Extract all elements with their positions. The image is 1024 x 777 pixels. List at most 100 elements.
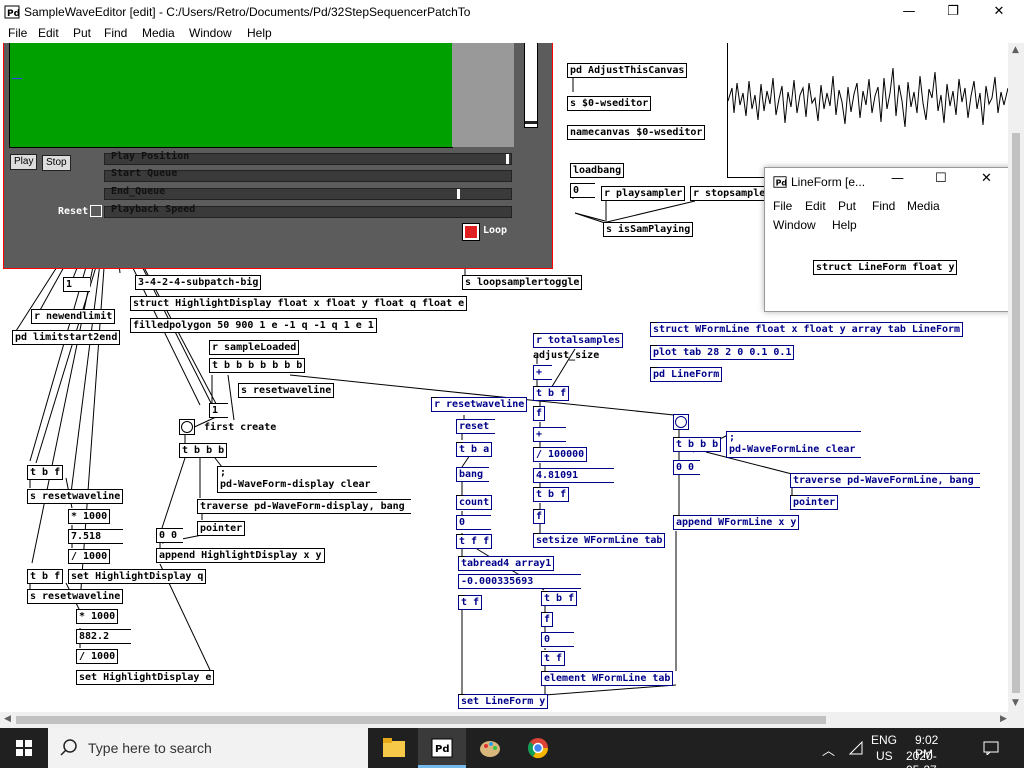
loadbang-object[interactable]: loadbang [570,163,625,178]
taskbar-chrome[interactable] [514,728,562,768]
number-box[interactable]: 1 [209,403,228,418]
trigger-bbb[interactable]: t b b b [673,437,722,452]
minimize-button[interactable]: — [902,4,916,19]
trigger-bf[interactable]: t b f [541,591,578,606]
number-box[interactable]: -0.000335693 [458,574,581,589]
pointer-object[interactable]: pointer [790,495,839,510]
taskbar-paint[interactable] [466,728,514,768]
setsize-wformline[interactable]: setsize WFormLine tab [533,533,666,548]
trigger-bf[interactable]: t b f [533,487,570,502]
tabread4-array1[interactable]: tabread4 array1 [458,556,555,571]
count-object[interactable]: count [456,495,493,510]
r-resetwaveline[interactable]: r resetwaveline [431,397,528,412]
trigger-fff[interactable]: t f f [456,534,493,549]
scroll-left-icon[interactable]: ◀ [4,714,11,724]
menu-media[interactable]: Media [142,26,175,40]
zero-zero-message[interactable]: 0 0 [156,528,184,543]
scroll-up-icon[interactable]: ▲ [1012,45,1019,55]
number-box[interactable]: 4.81091 [533,468,614,483]
lineform-subwindow[interactable]: Pd LineForm [e... — ☐ ✕ File Edit Put Fi… [764,167,1012,312]
number-box[interactable]: 1 [63,277,90,292]
display-clear-message[interactable]: ; pd-WaveForm-display clear [217,466,377,493]
vertical-scrollbar[interactable]: ▲ ▼ [1008,43,1024,712]
trigger-f[interactable]: t f [458,595,483,610]
maximize-button[interactable]: ☐ [935,171,947,186]
float-object[interactable]: f [533,406,546,421]
struct-wformline[interactable]: struct WFormLine float x float y array t… [650,322,964,337]
multiply-1000[interactable]: * 1000 [68,509,111,524]
reset-message[interactable]: reset [456,419,496,434]
menu-edit[interactable]: Edit [38,26,59,40]
float-object[interactable]: f [541,612,554,627]
loop-toggle[interactable] [462,223,480,241]
language-top[interactable]: ENG [871,733,898,747]
multiply-1000[interactable]: * 1000 [76,609,119,624]
language-bottom[interactable]: US [876,749,893,763]
plot-tab[interactable]: plot tab 28 2 0 0.1 0.1 [650,345,795,360]
menu-window[interactable]: Window [773,218,816,232]
menu-find[interactable]: Find [104,26,128,40]
reset-toggle[interactable] [90,205,102,217]
trigger-f[interactable]: t f [541,651,566,666]
menu-put[interactable]: Put [73,26,92,40]
bang-button[interactable] [179,419,195,435]
r-playsampler[interactable]: r playsampler [601,186,686,201]
scroll-down-icon[interactable]: ▼ [1012,698,1019,708]
divide-1000[interactable]: / 1000 [68,549,111,564]
menu-media[interactable]: Media [907,199,940,213]
trigger-bf[interactable]: t b f [27,465,64,480]
subpatch-big[interactable]: 3-4-2-4-subpatch-big [135,275,262,290]
menu-file[interactable]: File [8,26,28,40]
end-queue-slider[interactable]: End_Queue [104,186,512,200]
struct-lineform[interactable]: struct LineForm float y [813,260,958,275]
pointer-object[interactable]: pointer [197,521,246,536]
r-newendlimit[interactable]: r newendlimit [31,309,116,324]
namecanvas-object[interactable]: namecanvas $0-wseditor [567,125,706,140]
traverse-wformline-message[interactable]: traverse pd-WaveFormLine, bang [790,473,980,488]
close-button[interactable]: ✕ [981,171,992,186]
patch-canvas[interactable]: Play Stop Play Position Start Queue End_… [0,43,1008,712]
pd-adjust-canvas[interactable]: pd AdjustThisCanvas [567,63,688,78]
trigger-bbbbbbb[interactable]: t b b b b b b b [209,358,306,373]
menu-find[interactable]: Find [872,199,896,213]
r-stopsample[interactable]: r stopsample [690,186,769,201]
bang-message[interactable]: bang [456,467,490,482]
plus-object[interactable]: + [533,365,552,380]
struct-highlightdisplay[interactable]: struct HighlightDisplay float x float y … [130,296,468,311]
filledpolygon-object[interactable]: filledpolygon 50 900 1 e -1 q -1 q 1 e 1 [130,318,377,333]
trigger-ba[interactable]: t b a [456,442,493,457]
wformline-clear-message[interactable]: ; pd-WaveFormLine clear [726,431,862,458]
number-box[interactable]: 882.2 [76,629,131,644]
menu-put[interactable]: Put [838,199,857,213]
s-loopsamplertoggle[interactable]: s loopsamplertoggle [462,275,583,290]
menu-edit[interactable]: Edit [805,199,826,213]
set-highlightdisplay-e[interactable]: set HighlightDisplay e [76,670,215,685]
minimize-button[interactable]: — [891,171,904,186]
maximize-button[interactable]: ❐ [947,4,959,19]
scroll-thumb[interactable] [16,716,826,724]
set-highlightdisplay-q[interactable]: set HighlightDisplay q [68,569,207,584]
playback-speed-slider[interactable]: Playback Speed [104,204,512,218]
stop-button[interactable]: Stop [42,155,71,171]
divide-1000[interactable]: / 1000 [76,649,119,664]
menu-help[interactable]: Help [832,218,857,232]
append-wformline[interactable]: append WFormLine x y [673,515,800,530]
menu-help[interactable]: Help [247,26,272,40]
trigger-bf[interactable]: t b f [27,569,64,584]
pd-limitstart2end[interactable]: pd limitstart2end [12,330,121,345]
zero-zero-message[interactable]: 0 0 [673,460,701,475]
number-box[interactable]: 7.518 [68,529,123,544]
bang-button[interactable] [673,414,689,430]
windows-start-icon[interactable] [16,740,32,756]
play-button[interactable]: Play [10,154,38,170]
element-wformline[interactable]: element WFormLine tab [541,671,674,686]
s-issamplaying[interactable]: s isSamPlaying [603,222,694,237]
chevron-up-icon[interactable]: ︿ [822,743,836,758]
pd-lineform[interactable]: pd LineForm [650,367,723,382]
wifi-icon[interactable] [848,741,864,755]
notification-icon[interactable] [983,741,999,755]
start-queue-slider[interactable]: Start Queue [104,168,512,182]
r-totalsamples[interactable]: r totalsamples [533,333,624,348]
trigger-bf[interactable]: t b f [533,386,570,401]
divide-100000[interactable]: / 100000 [533,447,588,462]
